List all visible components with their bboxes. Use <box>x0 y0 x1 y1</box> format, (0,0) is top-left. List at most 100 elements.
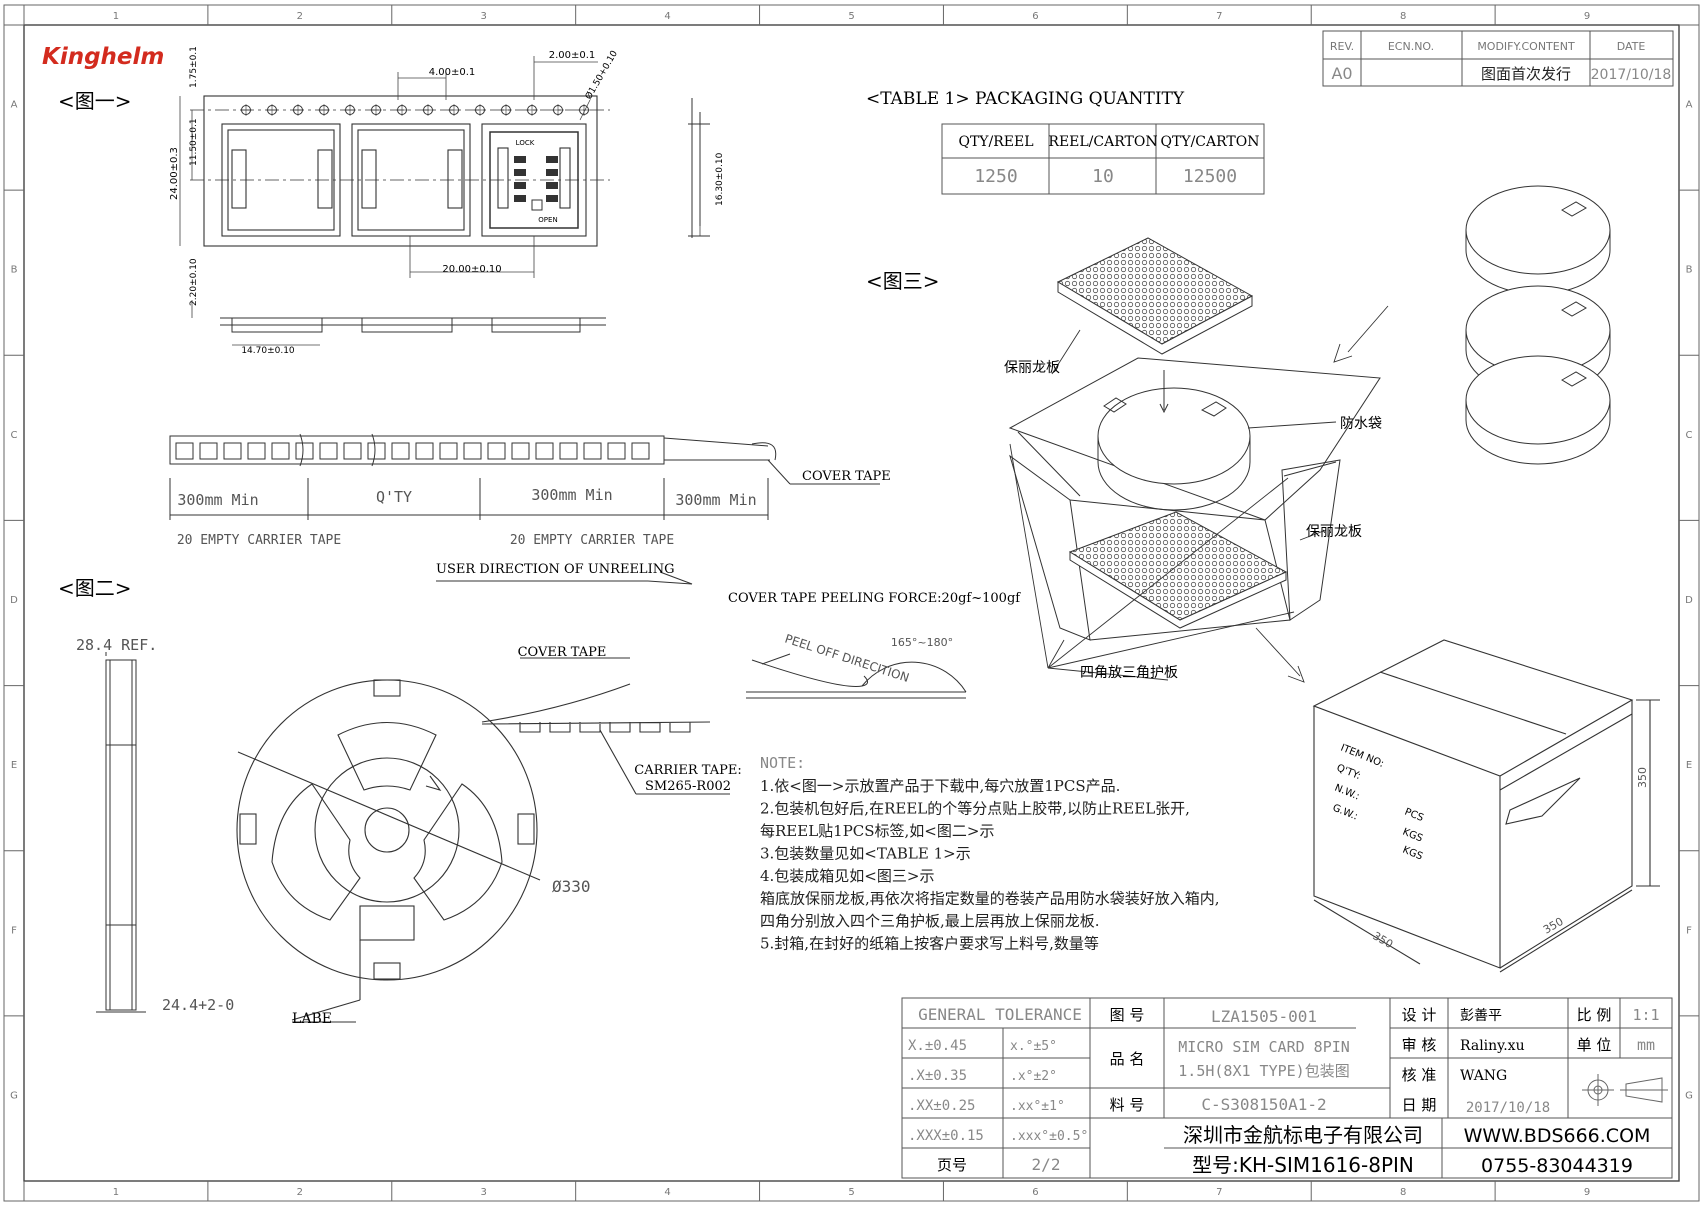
zone-col-bottom: 9 <box>1584 1187 1590 1198</box>
outer-frame <box>3 4 1700 1202</box>
reel-stack-bottom <box>1465 355 1611 465</box>
zone-col-top: 7 <box>1216 11 1222 22</box>
zone-row-left: D <box>10 595 18 606</box>
sim-pin <box>546 169 558 176</box>
box-gw: G.W.: <box>1331 803 1359 823</box>
reel-cover-tape: COVER TAPE <box>518 645 607 660</box>
open-label: OPEN <box>538 216 557 224</box>
dim-pocket: 16.30±0.10 <box>715 152 725 206</box>
zone-col-bottom: 5 <box>848 1187 854 1198</box>
zone-col-bottom: 6 <box>1032 1187 1038 1198</box>
dim-depth: 2.20±0.10 <box>189 258 199 306</box>
drawing-no: LZA1505-001 <box>1211 1007 1317 1026</box>
approve-label: 核 准 <box>1402 1066 1437 1084</box>
figure3-title: <图三> <box>866 269 940 293</box>
note-line: 5.封箱,在封好的纸箱上按客户要求写上料号,数量等 <box>760 935 1099 953</box>
revision-table <box>1322 30 1674 87</box>
tolerance-linear: .X±0.35 <box>908 1068 967 1084</box>
tape-pocket <box>535 442 554 460</box>
lock-label: LOCK <box>516 139 535 147</box>
inner-frame <box>23 24 1680 1182</box>
kinghelm-logo: Kinghelm <box>42 44 164 70</box>
tape-pocket <box>559 442 578 460</box>
table1-h2: QTY/CARTON <box>1161 134 1260 150</box>
unit-label: 单 位 <box>1577 1036 1612 1054</box>
review-value: Raliny.xu <box>1460 1038 1525 1054</box>
zone-row-right: F <box>1686 925 1692 936</box>
unit-value: mm <box>1637 1036 1655 1054</box>
dim-width: 24.00±0.3 <box>169 147 180 200</box>
name-label: 品 名 <box>1110 1050 1145 1068</box>
figure2-title: <图二> <box>58 576 132 600</box>
zone-row-left: E <box>11 760 17 771</box>
table1-v0: 1250 <box>974 166 1017 187</box>
zone-col-top: 2 <box>297 11 303 22</box>
tape-pocket <box>247 442 266 460</box>
dim-pocket-width: 14.70±0.10 <box>241 346 295 356</box>
zone-row-left: G <box>10 1090 18 1101</box>
box-dim-depth: 350 <box>1371 929 1396 951</box>
zone-col-top: 4 <box>664 11 670 22</box>
tape-pocket <box>439 442 458 460</box>
dim-pitch-20: 20.00±0.10 <box>442 264 501 275</box>
top-foam-board <box>1056 237 1254 355</box>
stacked-reels <box>1465 185 1611 465</box>
dim-f: 11.50±0.1 <box>189 118 199 166</box>
note-line: 4.包装成箱见如<图三>示 <box>760 867 934 885</box>
tape-seg1: 300mm Min <box>177 491 258 509</box>
carton-box <box>1312 639 1660 973</box>
carrier-tape-model: SM265-R002 <box>645 779 731 794</box>
reel-hub-width: 24.4+2-0 <box>162 996 234 1014</box>
tape-pockets <box>175 433 650 467</box>
sim-pin <box>546 182 558 189</box>
zone-col-bottom: 4 <box>664 1187 670 1198</box>
figure1-title: <图一> <box>58 89 132 113</box>
labe-label: LABE <box>292 1011 332 1027</box>
zone-row-right: D <box>1685 595 1693 606</box>
sim-pin <box>514 195 526 202</box>
zone-row-left: F <box>11 925 17 936</box>
cover-tape-label: COVER TAPE <box>802 469 891 484</box>
zone-col-top: 8 <box>1400 11 1406 22</box>
tape-pocket <box>583 442 602 460</box>
sim-pin <box>514 169 526 176</box>
zone-col-top: 9 <box>1584 11 1590 22</box>
zone-row-right: C <box>1686 430 1693 441</box>
approve-value: WANG <box>1460 1068 1507 1084</box>
sim-pin <box>514 182 526 189</box>
rev-value: A0 <box>1331 64 1352 83</box>
notes-list: 1.依<图一>示放置产品于下载中,每穴放置1PCS产品.2.包装机包好后,在RE… <box>760 777 1220 953</box>
zone-col-bottom: 3 <box>481 1187 487 1198</box>
tape-seg3: 300mm Min <box>531 486 612 504</box>
dim-edge: 1.75±0.1 <box>189 46 199 88</box>
projection-symbol <box>1582 1074 1668 1106</box>
drawing-no-label: 图 号 <box>1110 1006 1145 1024</box>
peel-force: COVER TAPE PEELING FORCE:20gf~100gf <box>728 591 1021 606</box>
scale-value: 1:1 <box>1632 1006 1659 1024</box>
zone-row-right: G <box>1685 1090 1693 1101</box>
table1-v2: 12500 <box>1183 166 1237 187</box>
zone-col-top: 5 <box>848 11 854 22</box>
figure3-leaders <box>1009 305 1389 683</box>
tape-pocket <box>223 442 242 460</box>
sim-pin <box>546 156 558 163</box>
box-unit-pcs: PCS <box>1403 807 1425 824</box>
box-qty: Q'TY: <box>1335 763 1362 783</box>
zone-row-left: B <box>11 265 18 276</box>
note-line: 3.包装数量见如<TABLE 1>示 <box>760 845 971 863</box>
note-line: 1.依<图一>示放置产品于下载中,每穴放置1PCS产品. <box>760 777 1120 795</box>
peel-angle: 165°~180° <box>891 636 953 649</box>
tape-pocket <box>199 442 218 460</box>
box-unit-kgs2: KGS <box>1401 845 1424 863</box>
notes-title: NOTE: <box>760 754 805 772</box>
tape-pocket <box>295 442 314 460</box>
tape-pocket <box>463 442 482 460</box>
zone-col-bottom: 8 <box>1400 1187 1406 1198</box>
zone-col-bottom: 1 <box>113 1187 119 1198</box>
zone-row-left: C <box>11 430 18 441</box>
date-label: 日 期 <box>1402 1096 1437 1114</box>
rev-header-ecn: ECN.NO. <box>1388 40 1434 53</box>
tape-pocket <box>631 442 650 460</box>
tape-pocket <box>271 442 290 460</box>
